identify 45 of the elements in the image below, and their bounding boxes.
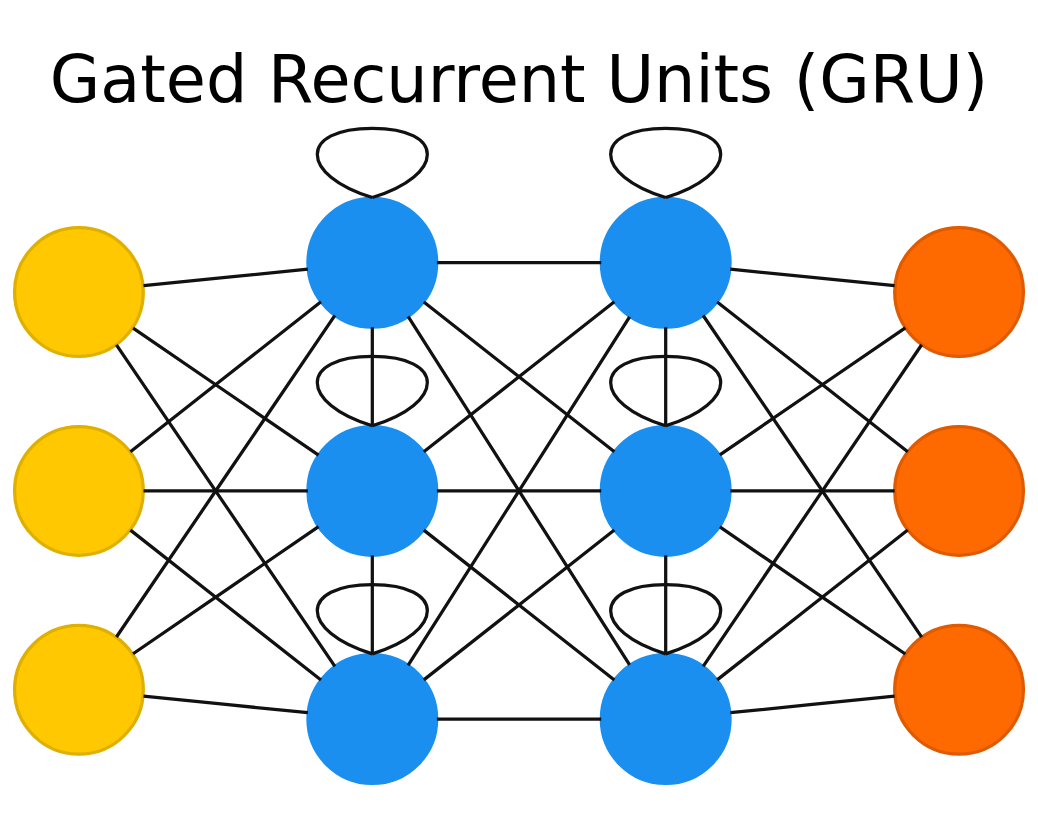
connector: [143, 267, 308, 288]
node-circle: [12, 623, 145, 756]
connector: [609, 354, 723, 428]
node-circle: [599, 653, 732, 786]
connector: [730, 267, 895, 288]
connector: [718, 326, 907, 457]
node-circle: [599, 196, 732, 329]
connector: [436, 489, 602, 493]
connector: [129, 528, 322, 682]
connector: [730, 694, 895, 715]
node-circle: [893, 424, 1026, 557]
node-circle: [12, 226, 145, 359]
node-circle: [893, 623, 1026, 756]
connector: [370, 327, 374, 427]
connector: [129, 300, 322, 453]
connector: [609, 583, 723, 656]
node-circle: [893, 226, 1026, 359]
node-circle: [306, 424, 439, 557]
connector: [436, 261, 602, 265]
node-circle: [306, 653, 439, 786]
connector: [730, 489, 895, 493]
connector: [701, 343, 923, 668]
connector: [115, 343, 337, 668]
connector: [716, 300, 909, 454]
connector: [370, 555, 374, 655]
connector: [132, 326, 320, 457]
connector: [664, 555, 668, 655]
connector: [315, 126, 429, 200]
node-circle: [306, 196, 439, 329]
connector: [315, 583, 429, 656]
connector: [143, 694, 308, 715]
connector: [716, 528, 909, 682]
connector: [701, 314, 923, 638]
node-circle: [12, 424, 145, 557]
connector: [132, 525, 320, 656]
connector: [664, 327, 668, 427]
connector: [436, 717, 602, 721]
connector: [422, 528, 616, 682]
connector: [609, 126, 723, 200]
node-circle: [599, 424, 732, 557]
diagram-title: Gated Recurrent Units (GRU): [49, 41, 989, 118]
connector: [115, 314, 337, 638]
connector: [143, 489, 308, 493]
connector: [718, 525, 907, 656]
connector: [315, 354, 429, 428]
